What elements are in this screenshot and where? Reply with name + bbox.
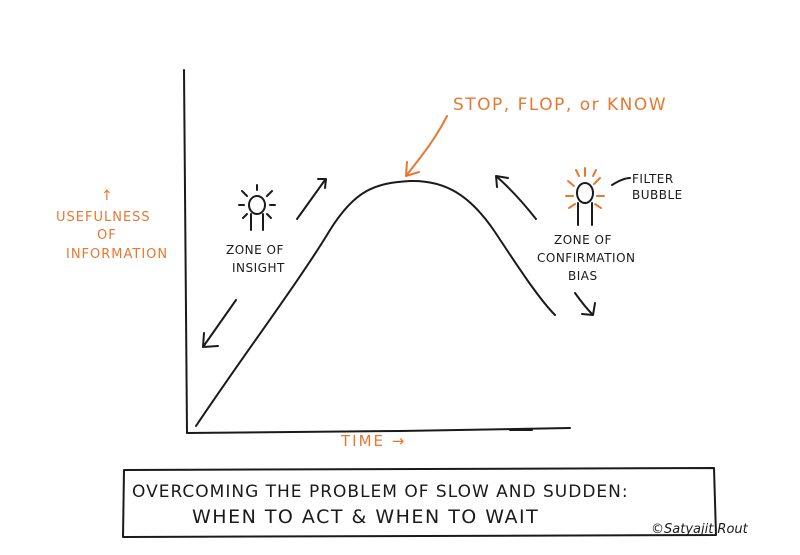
signature: ©Satyajit Rout — [651, 522, 749, 537]
filter-bubble-line1: FILTER — [632, 172, 674, 186]
filter-bubble-line2: BUBBLE — [632, 188, 683, 202]
insight-figure-icon — [238, 184, 276, 231]
y-axis-label-line3: INFORMATION — [66, 247, 168, 262]
caption-line1: OVERCOMING THE PROBLEM OF SLOW AND SUDDE… — [132, 482, 629, 502]
arrow-up-left — [495, 175, 537, 220]
y-axis-label-line1: USEFULNESS — [56, 210, 151, 225]
arrow-down-right — [574, 292, 596, 316]
peak-label: STOP, FLOP, or KNOW — [453, 95, 667, 115]
x-axis-label: TIME → — [340, 432, 406, 450]
arrow-down-left — [202, 299, 237, 348]
zone-bias-line1: ZONE OF — [554, 233, 612, 247]
caption-line2: WHEN TO ACT & WHEN TO WAIT — [192, 506, 539, 528]
zone-insight-line2: INSIGHT — [232, 261, 285, 275]
y-axis-line — [183, 69, 188, 434]
zone-bias-line2: CONFIRMATION — [537, 251, 636, 265]
bias-figure-icon — [565, 167, 631, 226]
zone-insight-line1: ZONE OF — [226, 243, 284, 257]
usefulness-curve — [195, 179, 556, 427]
y-axis-arrow: ↑ — [101, 188, 113, 204]
arrow-up-right — [296, 178, 327, 220]
y-axis-label-line2: OF — [97, 228, 117, 243]
caption-box — [122, 467, 717, 538]
peak-arrow — [405, 115, 448, 177]
zone-bias-line3: BIAS — [568, 269, 598, 283]
